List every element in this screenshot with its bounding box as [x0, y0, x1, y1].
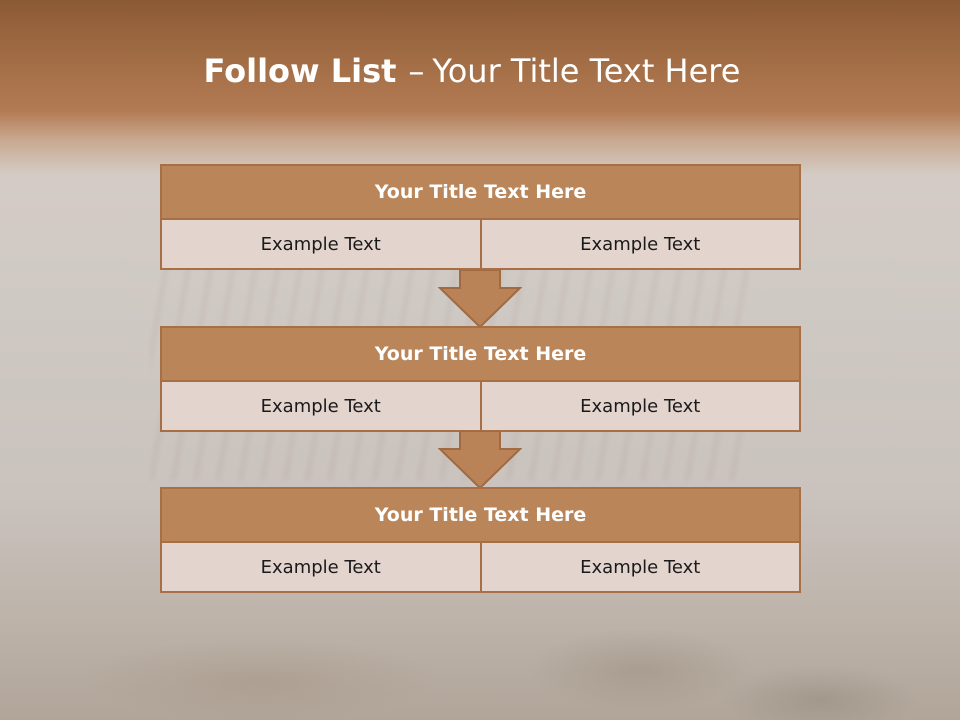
step-1-title: Your Title Text Here [160, 164, 801, 220]
title-rest-part: Your Title Text Here [432, 52, 741, 90]
background-rocks [0, 590, 960, 720]
step-2-row: Example Text Example Text [160, 382, 801, 432]
step-2-left-text: Example Text [260, 395, 381, 417]
down-arrow-icon [438, 431, 522, 489]
step-2-right-text: Example Text [479, 382, 800, 430]
slide-title: Follow List–Your Title Text Here [0, 52, 944, 90]
step-box-2: Your Title Text Here Example Text Exampl… [160, 326, 801, 432]
step-3-right-text: Example Text [479, 543, 800, 591]
step-1-right-text: Example Text [479, 220, 800, 268]
step-2-title: Your Title Text Here [160, 326, 801, 382]
step-box-1: Your Title Text Here Example Text Exampl… [160, 164, 801, 270]
title-bold-part: Follow List [203, 52, 397, 90]
step-1-row: Example Text Example Text [160, 220, 801, 270]
step-3-left-text: Example Text [260, 556, 381, 578]
step-3-title: Your Title Text Here [160, 487, 801, 543]
down-arrow-icon [438, 270, 522, 328]
step-box-3: Your Title Text Here Example Text Exampl… [160, 487, 801, 593]
step-3-row: Example Text Example Text [160, 543, 801, 593]
title-separator: – [408, 52, 425, 90]
step-1-left-text: Example Text [260, 233, 381, 255]
